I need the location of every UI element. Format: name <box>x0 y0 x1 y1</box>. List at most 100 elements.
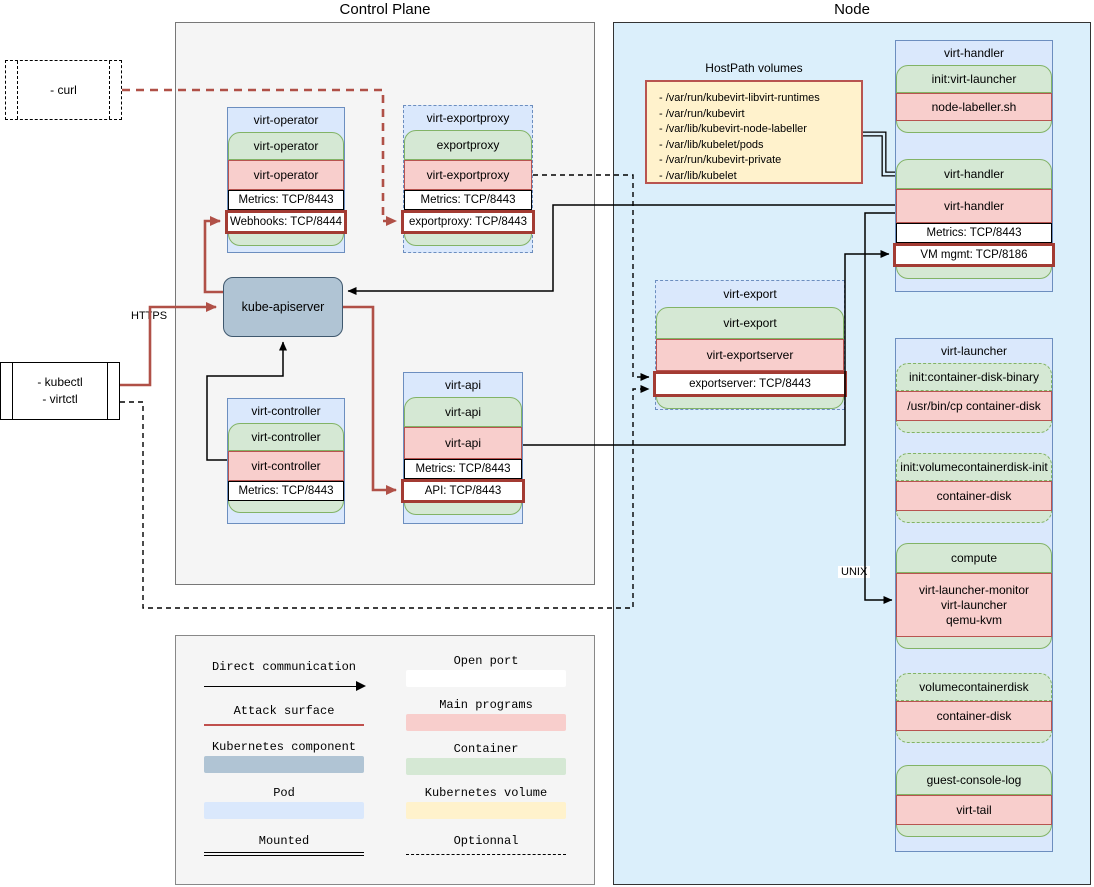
container-bottom <box>896 121 1052 133</box>
virtctl-label: - virtctl <box>42 392 78 406</box>
process-bar <box>109 61 110 119</box>
virt-controller-program: virt-controller <box>228 451 344 481</box>
node-labeller-program: node-labeller.sh <box>896 93 1052 121</box>
pod-title: virt-api <box>444 378 481 392</box>
legend-label-pod: Pod <box>273 786 295 800</box>
virt-controller-container: virt-controller <box>228 423 344 451</box>
exportserver-port: exportserver: TCP/8443 <box>653 371 847 397</box>
container-swatch <box>406 758 566 775</box>
virt-exportserver-program: virt-exportserver <box>656 339 844 371</box>
virt-operator-program: virt-operator <box>228 160 344 190</box>
node-title: Node <box>834 1 870 18</box>
container-bottom <box>896 421 1052 433</box>
kubectl-label: - kubectl <box>37 375 83 390</box>
pod-title: virt-export <box>723 287 777 301</box>
virt-handler-pod: virt-handler init:virt-launcher node-lab… <box>893 40 1055 292</box>
volumecontainerdisk-container: volumecontainerdisk <box>896 673 1052 701</box>
kubectl-client-box: - kubectl - virtctl <box>0 362 120 420</box>
virt-exportproxy-pod: virt-exportproxy exportproxy virt-export… <box>401 105 535 253</box>
legend-label-open-port: Open port <box>453 654 519 668</box>
container-bottom <box>404 503 522 515</box>
virt-handler-container: virt-handler <box>896 159 1052 189</box>
legend-label-kubernetes-component: Kubernetes component <box>211 740 357 754</box>
direct-communication-arrow <box>204 681 366 691</box>
virt-handler-metrics-port: Metrics: TCP/8443 <box>896 223 1052 243</box>
hostpath-path: - /var/run/kubevirt-private <box>659 154 782 167</box>
mounted-double-line <box>204 852 364 856</box>
exportproxy-port: exportproxy: TCP/8443 <box>401 210 535 234</box>
process-bar <box>17 61 18 119</box>
exportproxy-container: exportproxy <box>404 130 532 160</box>
process-bar <box>107 363 108 419</box>
unix-label: UNIX <box>838 566 871 578</box>
cp-container-disk-program: /usr/bin/cp container-disk <box>896 391 1052 421</box>
vm-mgmt-port: VM mgmt: TCP/8186 <box>893 243 1055 267</box>
optional-dashed-line <box>406 854 566 855</box>
container-bottom <box>228 234 344 246</box>
container-bottom <box>896 511 1052 523</box>
pod-title: virt-operator <box>253 113 319 127</box>
https-label: HTTPS <box>131 310 168 322</box>
container-bottom <box>896 825 1052 837</box>
virt-handler-program: virt-handler <box>896 189 1052 223</box>
attack-surface-line <box>204 724 364 726</box>
main-programs-swatch <box>406 714 566 731</box>
container-bottom <box>228 501 344 513</box>
hostpath-volumes-box: - /var/run/kubevirt-libvirt-runtimes - /… <box>645 80 863 184</box>
virt-api-container: virt-api <box>404 397 522 427</box>
guest-console-log-container: guest-console-log <box>896 765 1052 795</box>
virt-export-pod: virt-export virt-export virt-exportserve… <box>653 280 847 410</box>
virt-export-container: virt-export <box>656 307 844 339</box>
virt-operator-metrics-port: Metrics: TCP/8443 <box>228 190 344 210</box>
hostpath-path: - /var/run/kubevirt <box>659 107 745 120</box>
pod-title: virt-controller <box>251 404 321 418</box>
kubernetes-component-swatch <box>204 756 364 773</box>
hostpath-path: - /var/lib/kubelet <box>659 170 737 183</box>
virt-launcher-monitor-program: virt-launcher-monitor <box>918 582 1030 597</box>
hostpath-path: - /var/lib/kubelet/pods <box>659 138 764 151</box>
legend: Direct communication Attack surface Kube… <box>175 635 595 885</box>
pod-title: virt-launcher <box>940 344 1008 358</box>
virt-operator-webhooks-port: Webhooks: TCP/8444 <box>225 210 347 234</box>
pod-title: virt-exportproxy <box>426 111 510 125</box>
hostpath-volumes-title: HostPath volumes <box>705 61 803 75</box>
container-disk-program: container-disk <box>896 481 1052 511</box>
container-disk-program: container-disk <box>896 701 1052 731</box>
curl-client-box: - curl <box>5 60 122 120</box>
virt-controller-pod: virt-controller virt-controller virt-con… <box>227 398 345 524</box>
virt-api-metrics-port: Metrics: TCP/8443 <box>404 459 522 479</box>
virt-tail-program: virt-tail <box>896 795 1052 825</box>
pod-swatch <box>204 802 364 819</box>
virt-exportproxy-program: virt-exportproxy <box>404 160 532 190</box>
virt-exportproxy-metrics-port: Metrics: TCP/8443 <box>404 190 532 210</box>
qemu-kvm-program: qemu-kvm <box>945 612 1002 627</box>
virt-api-pod: virt-api virt-api virt-api Metrics: TCP/… <box>401 372 525 524</box>
legend-label-kubernetes-volume: Kubernetes volume <box>424 786 548 800</box>
init-virt-launcher-container: init:virt-launcher <box>896 65 1052 93</box>
legend-label-mounted: Mounted <box>258 834 310 848</box>
virt-api-api-port: API: TCP/8443 <box>401 479 525 503</box>
control-plane-title: Control Plane <box>339 1 431 18</box>
container-bottom <box>404 234 532 246</box>
legend-label-attack-surface: Attack surface <box>233 704 335 718</box>
init-container-disk-binary-container: init:container-disk-binary <box>896 363 1052 391</box>
virt-operator-container: virt-operator <box>228 132 344 160</box>
curl-label: - curl <box>50 82 77 97</box>
legend-label-main-programs: Main programs <box>439 698 533 712</box>
legend-label-direct-communication: Direct communication <box>211 660 357 674</box>
compute-container: compute <box>896 543 1052 573</box>
open-port-swatch <box>406 670 566 687</box>
compute-programs: virt-launcher-monitor virt-launcher qemu… <box>896 573 1052 637</box>
process-bar <box>12 363 13 419</box>
container-bottom <box>656 397 844 409</box>
legend-label-container: Container <box>453 742 519 756</box>
legend-label-optional: Optionnal <box>453 834 519 848</box>
init-volumecontainerdisk-container: init:volumecontainerdisk-init <box>896 453 1052 481</box>
virt-controller-metrics-port: Metrics: TCP/8443 <box>228 481 344 501</box>
container-bottom <box>896 267 1052 279</box>
virt-launcher-pod: virt-launcher init:container-disk-binary… <box>895 338 1053 852</box>
kubernetes-volume-swatch <box>406 802 566 819</box>
container-bottom <box>896 731 1052 743</box>
pod-title: virt-handler <box>943 46 1005 60</box>
